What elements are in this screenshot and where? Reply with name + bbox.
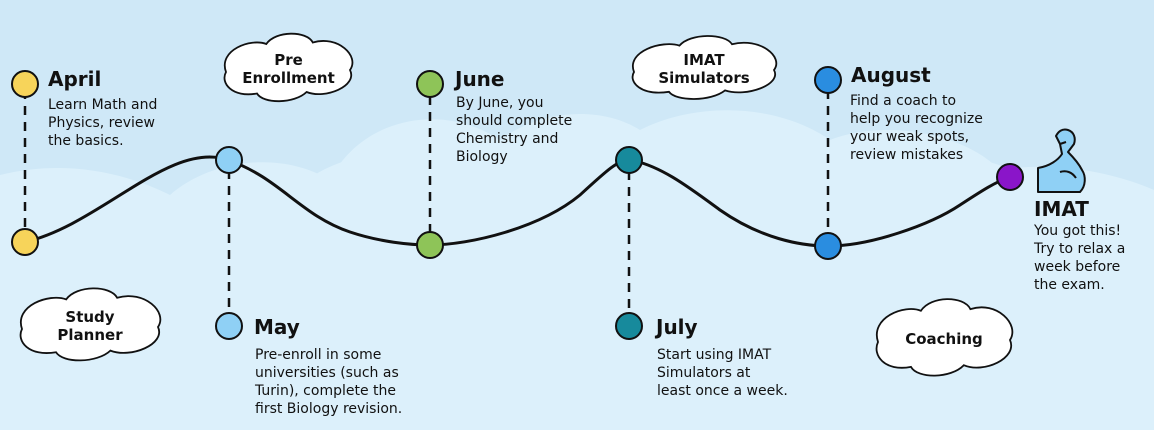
node-dot-may-line <box>215 146 243 174</box>
node-dot-imat-label <box>996 163 1024 191</box>
cloud-label-pre-enrollment: Pre Enrollment <box>242 51 335 87</box>
node-title-july: July <box>656 315 698 339</box>
node-title-august: August <box>851 63 931 87</box>
node-title-may: May <box>254 315 300 339</box>
cloud-label-imat-simulators: IMAT Simulators <box>658 51 750 87</box>
cloud-label-study-planner: Study Planner <box>57 308 123 344</box>
node-dot-august-label <box>814 66 842 94</box>
node-desc-august: Find a coach to help you recognize your … <box>850 93 983 163</box>
dashed-connectors <box>23 90 830 316</box>
node-desc-june: By June, you should complete Chemistry a… <box>456 95 573 165</box>
node-dot-june-label <box>416 70 444 98</box>
node-dot-april-line <box>11 228 39 256</box>
node-dot-august-line <box>814 232 842 260</box>
cloud-coaching <box>875 298 1014 377</box>
node-desc-april: Learn Math and Physics, review the basic… <box>48 97 158 149</box>
node-title-imat: IMAT <box>1034 197 1089 221</box>
node-title-june: June <box>455 67 505 91</box>
node-title-april: April <box>48 67 102 91</box>
node-dot-may-label <box>215 312 243 340</box>
timeline-curve <box>23 155 1012 248</box>
node-dot-july-label <box>615 312 643 340</box>
flexed-arm-icon <box>1037 128 1086 193</box>
background-cloud-puff <box>290 150 550 270</box>
cloud-study-planner <box>19 287 162 362</box>
cloud-label-coaching: Coaching <box>905 330 983 348</box>
node-dot-july-line <box>615 146 643 174</box>
node-desc-may: Pre-enroll in some universities (such as… <box>255 347 403 417</box>
cloud-pre-enrollment <box>223 32 354 103</box>
node-desc-imat: You got this! Try to relax a week before… <box>1034 223 1126 293</box>
node-desc-july: Start using IMAT Simulators at least onc… <box>657 347 788 399</box>
node-dot-june-line <box>416 231 444 259</box>
cloud-imat-simulators <box>631 35 778 100</box>
node-dot-april-label <box>11 70 39 98</box>
